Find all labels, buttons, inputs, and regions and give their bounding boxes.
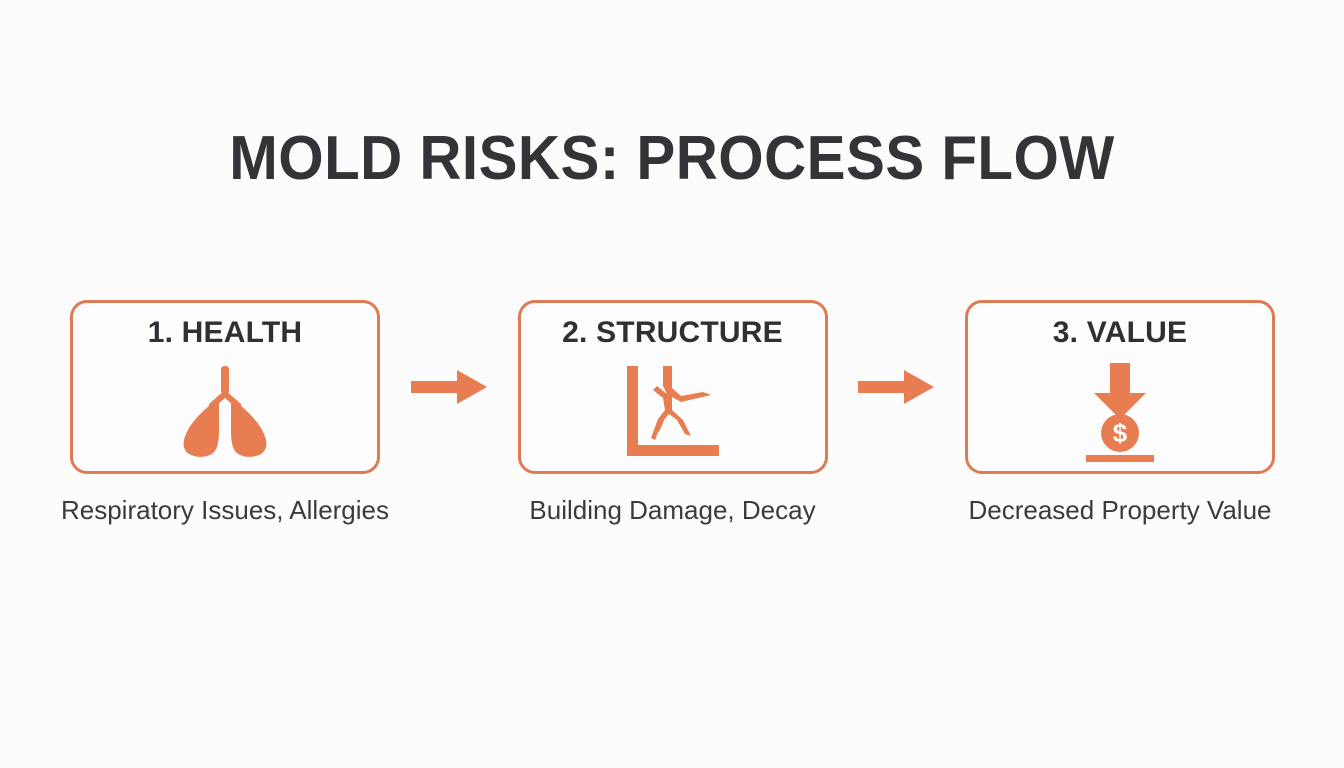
- flow-step-health[interactable]: 1. HEALTH: [61, 300, 389, 528]
- step-card-value[interactable]: 3. VALUE $: [965, 300, 1275, 474]
- svg-text:$: $: [1113, 418, 1128, 448]
- lungs-icon: [73, 353, 377, 472]
- cracked-wall-icon: [521, 353, 825, 472]
- step-heading-structure: 2. STRUCTURE: [562, 316, 783, 349]
- flow-step-structure[interactable]: 2. STRUCTURE Bui: [517, 300, 828, 528]
- flow-step-value[interactable]: 3. VALUE $ Decrease: [965, 300, 1275, 528]
- arrow-right-icon: [858, 370, 935, 404]
- process-flow-row: 1. HEALTH: [61, 300, 1275, 570]
- connector-2: [849, 300, 944, 474]
- step-caption-health: Respiratory Issues, Allergies: [60, 495, 390, 525]
- arrow-right-icon: [410, 370, 487, 404]
- step-card-health[interactable]: 1. HEALTH: [70, 300, 380, 474]
- step-heading-value: 3. VALUE: [1052, 316, 1188, 349]
- step-card-structure[interactable]: 2. STRUCTURE: [517, 300, 828, 474]
- connector-1: [401, 300, 496, 474]
- declining-value-icon: $: [968, 353, 1272, 472]
- step-caption-value: Decreased Property Value: [968, 495, 1272, 525]
- page-title: MOLD RISKS: PROCESS FLOW: [229, 124, 1115, 193]
- step-caption-structure: Building Damage, Decay: [529, 495, 816, 525]
- step-heading-health: 1. HEALTH: [147, 316, 303, 349]
